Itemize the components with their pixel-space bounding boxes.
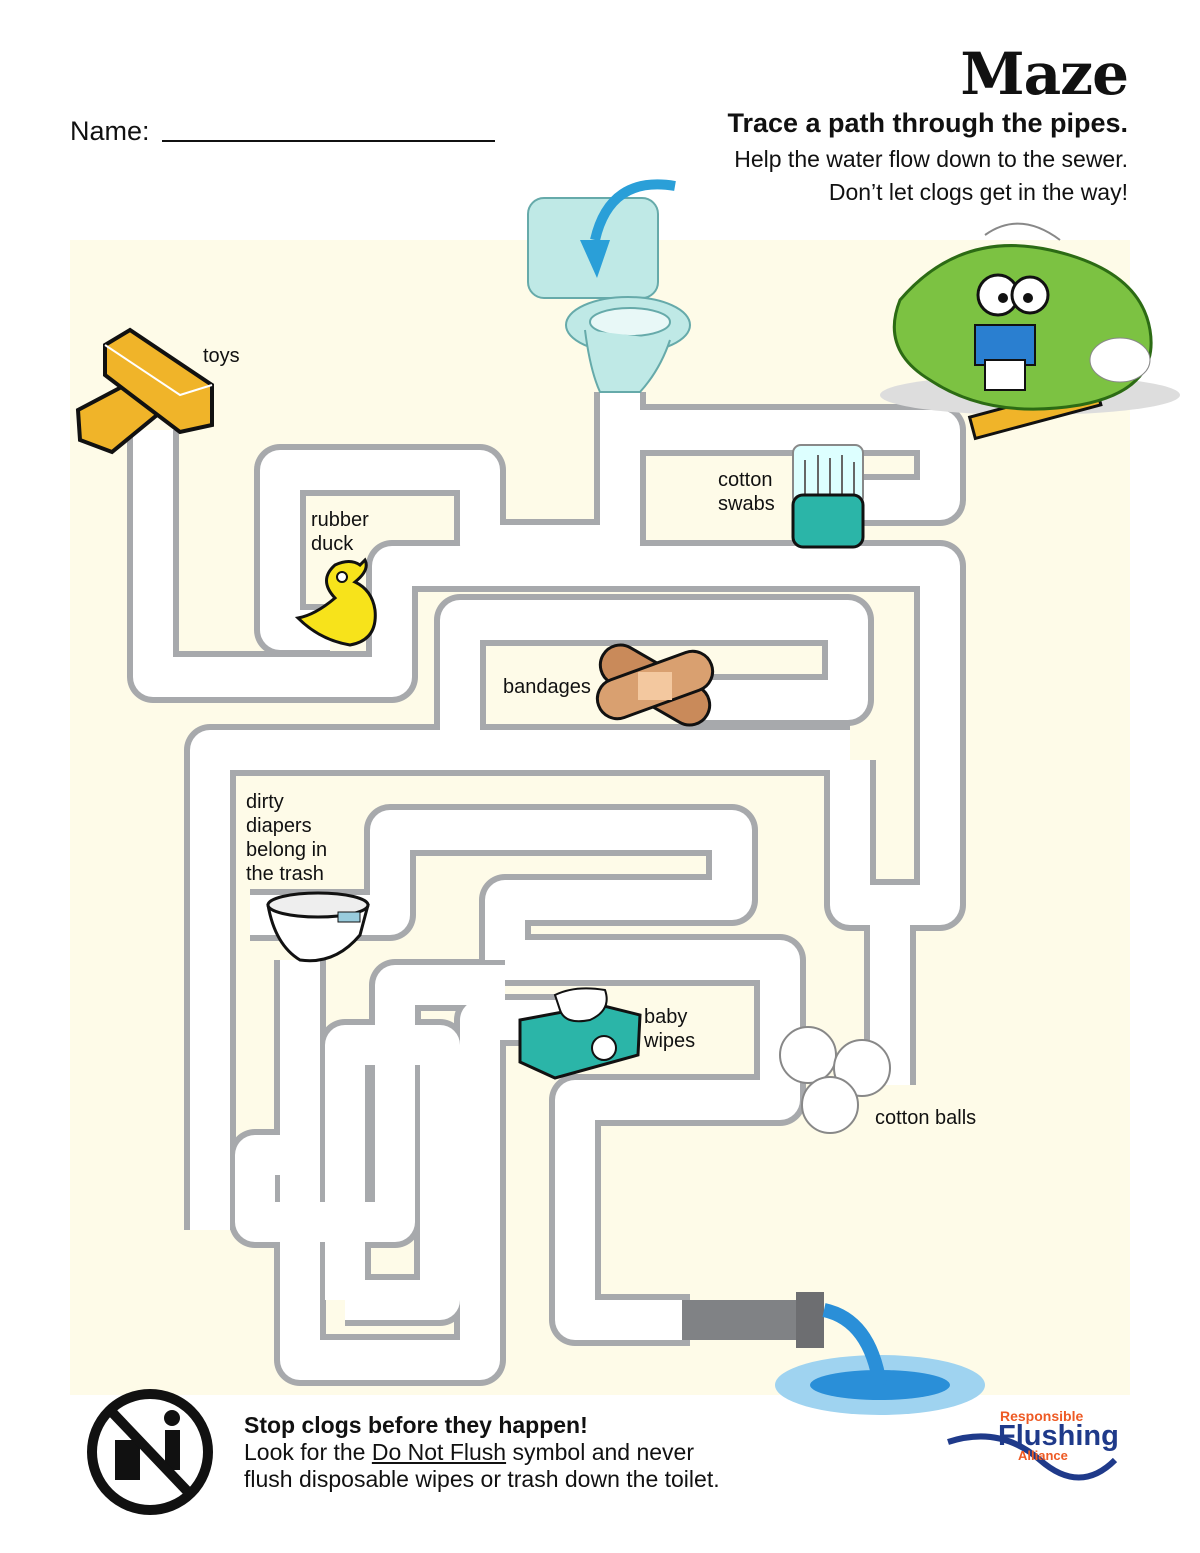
label-line: swabs bbox=[718, 493, 775, 515]
label-bandages: bandages bbox=[503, 676, 591, 698]
maze-pipe[interactable] bbox=[133, 430, 960, 925]
maze-pipe[interactable] bbox=[620, 410, 960, 520]
baby-wipes-icon bbox=[518, 987, 642, 1080]
logo-line-2: Flushing bbox=[998, 1420, 1119, 1452]
label-cotton-balls: cotton balls bbox=[875, 1107, 977, 1129]
label-toys: toys bbox=[203, 345, 240, 367]
footer-headline: Stop clogs before they happen! bbox=[244, 1412, 588, 1438]
bandages-icon bbox=[595, 643, 715, 727]
label-line: rubber bbox=[311, 509, 369, 531]
clog-monster-icon bbox=[880, 222, 1180, 441]
footer-text-part: symbol and never bbox=[506, 1439, 695, 1465]
cotton-balls-icon bbox=[779, 1026, 891, 1134]
label-line: wipes bbox=[644, 1030, 696, 1052]
do-not-flush-link: Do Not Flush bbox=[371, 1439, 507, 1465]
cotton-swabs-icon bbox=[791, 444, 865, 549]
label-line: cotton bbox=[718, 469, 773, 491]
footer-text: Stop clogs before they happen! Look for … bbox=[244, 1412, 720, 1493]
subtitle-line-1: Help the water flow down to the sewer. bbox=[734, 146, 1128, 172]
logo-line-1: Responsible bbox=[1000, 1408, 1084, 1424]
lego-bricks-icon bbox=[75, 327, 214, 455]
sewer-outlet-icon bbox=[682, 1292, 985, 1415]
logo-line-3: Alliance bbox=[1018, 1448, 1068, 1463]
maze-pipe[interactable] bbox=[250, 810, 752, 960]
toilet-icon bbox=[527, 179, 691, 393]
label-line: dirty bbox=[246, 791, 284, 813]
diaper-icon bbox=[266, 891, 370, 963]
footer-line-2: flush disposable wipes or trash down the… bbox=[244, 1466, 720, 1492]
instruction: Trace a path through the pipes. bbox=[727, 108, 1128, 138]
do-not-flush-icon bbox=[87, 1389, 213, 1515]
maze-pipe[interactable] bbox=[280, 1000, 575, 1380]
subtitle-line-2: Don’t let clogs get in the way! bbox=[828, 179, 1128, 205]
label-line: the trash bbox=[246, 863, 324, 885]
footer-text-part: Look for the bbox=[244, 1439, 372, 1465]
name-label: Name: bbox=[70, 116, 150, 146]
maze-pipe[interactable] bbox=[325, 1025, 460, 1320]
maze-pipe[interactable] bbox=[260, 392, 640, 650]
label-line: diapers bbox=[246, 815, 312, 837]
logo-wave-icon bbox=[947, 1433, 1118, 1481]
label-line: belong in bbox=[246, 839, 328, 861]
maze-pipe[interactable] bbox=[505, 940, 800, 1340]
maze-pipe[interactable] bbox=[190, 730, 850, 1230]
name-field[interactable] bbox=[162, 140, 495, 142]
label-line: baby bbox=[644, 1006, 688, 1028]
maze-pipe[interactable] bbox=[440, 600, 868, 760]
rubber-duck-icon bbox=[294, 557, 377, 647]
responsible-flushing-alliance-logo: Responsible Flushing Alliance bbox=[948, 1408, 1138, 1488]
subtitle: Help the water flow down to the sewer. D… bbox=[734, 143, 1128, 209]
page-title: Maze bbox=[960, 40, 1129, 108]
label-line: duck bbox=[311, 533, 354, 555]
